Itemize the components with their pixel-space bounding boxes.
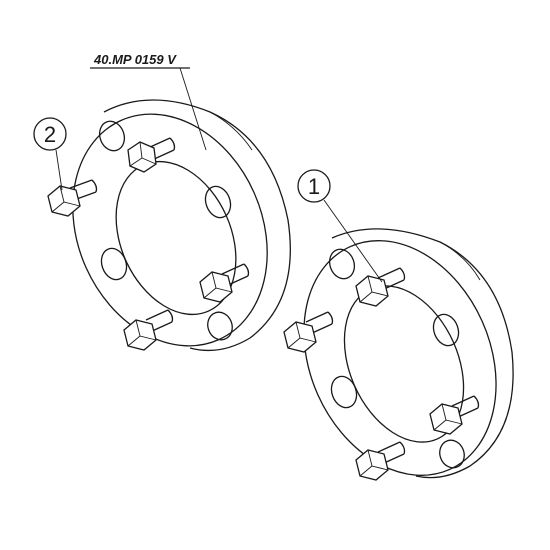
right-spacer-hole-2: [432, 313, 460, 347]
left-spacer-bolts: [47, 137, 250, 351]
left-bolt-bottom: [123, 309, 174, 351]
left-spacer-rim-edge: [103, 99, 291, 352]
left-bolt-outer: [47, 179, 98, 217]
callout-1-number: 1: [308, 174, 320, 199]
callout-2-number: 2: [44, 122, 56, 147]
left-spacer-hole-2: [204, 185, 232, 219]
left-spacer-hole-1: [98, 120, 126, 152]
callout-2-circle: [33, 117, 67, 151]
left-spacer-outer-face: [72, 113, 268, 347]
right-spacer-rim-edge: [331, 228, 514, 479]
right-nut-top: [355, 267, 406, 307]
left-wheel-spacer: [72, 99, 291, 352]
left-bolt-middle: [199, 263, 250, 303]
right-spacer-hole-1: [328, 248, 356, 280]
right-spacer-outer-face: [303, 240, 497, 476]
right-nut-middle: [429, 395, 480, 435]
part-code-text: 40.MP 0159 V: [93, 52, 177, 67]
right-wheel-spacer: [303, 228, 514, 479]
callout-1-circle: [297, 169, 331, 203]
part-code-label: 40.MP 0159 V: [90, 52, 207, 151]
callout-1: 1: [297, 169, 383, 283]
right-spacer-nuts: [283, 267, 480, 481]
left-spacer-hole-3: [100, 247, 128, 281]
part-code-leader: [179, 67, 207, 151]
left-spacer-hole-4: [207, 311, 233, 341]
callout-1-leader: [323, 199, 383, 283]
right-nut-outer: [283, 311, 334, 353]
right-spacer-hole-4: [439, 439, 465, 469]
callout-2: 2: [33, 117, 67, 191]
right-spacer-hole-3: [330, 375, 358, 409]
left-bolt-top: [127, 137, 176, 173]
right-nut-bottom: [355, 441, 406, 481]
callout-2-leader: [55, 149, 63, 191]
